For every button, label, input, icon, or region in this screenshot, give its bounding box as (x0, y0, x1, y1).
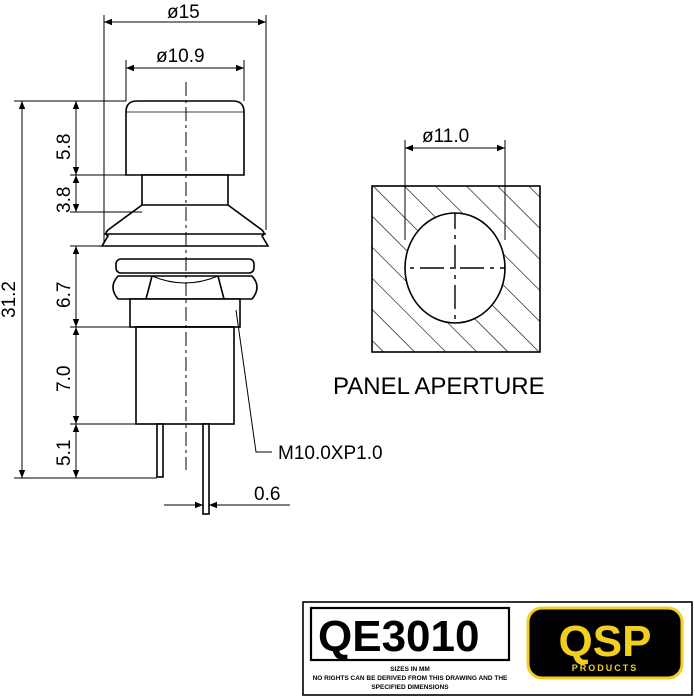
dim-outer-diameter: ø15 (167, 2, 200, 23)
dim-thread-spec: M10.0XP1.0 (278, 443, 383, 464)
switch-side-view (100, 100, 270, 515)
dim-neck-height: 3.8 (54, 187, 75, 213)
dim-terminal-length: 5.1 (54, 440, 75, 466)
note-rights: NO RIGHTS CAN BE DERIVED FROM THIS DRAWI… (313, 675, 508, 682)
thread-body (129, 298, 241, 328)
switch-body (135, 326, 235, 425)
switch-washer (115, 258, 255, 274)
dim-cap-height: 5.8 (54, 134, 75, 160)
logo-subtext: PRODUCTS (572, 663, 639, 673)
terminal-right (202, 423, 210, 515)
switch-flange (100, 204, 270, 247)
note-dimensions: SPECIFIED DIMENSIONS (371, 684, 449, 691)
dim-cap-diameter: ø10.9 (156, 46, 205, 67)
panel-aperture (371, 140, 541, 353)
qsp-logo: QSP PRODUCTS (526, 606, 684, 680)
panel-aperture-label: PANEL APERTURE (333, 373, 545, 400)
note-sizes: SIZES IN MM (390, 666, 430, 673)
logo-text: QSP (559, 617, 652, 666)
hex-nut (112, 275, 258, 300)
part-number-box (309, 606, 511, 662)
dim-terminal-width: 0.6 (254, 484, 280, 505)
dim-body-length: 7.0 (54, 366, 75, 392)
dim-aperture-diameter: ø11.0 (422, 126, 469, 147)
switch-cap (125, 100, 245, 176)
dimension-lines (14, 15, 290, 509)
part-number: QE3010 (318, 612, 479, 661)
dim-total-length: 31.2 (0, 281, 20, 318)
dim-thread-length: 6.7 (54, 282, 75, 308)
terminal-left (156, 423, 164, 478)
